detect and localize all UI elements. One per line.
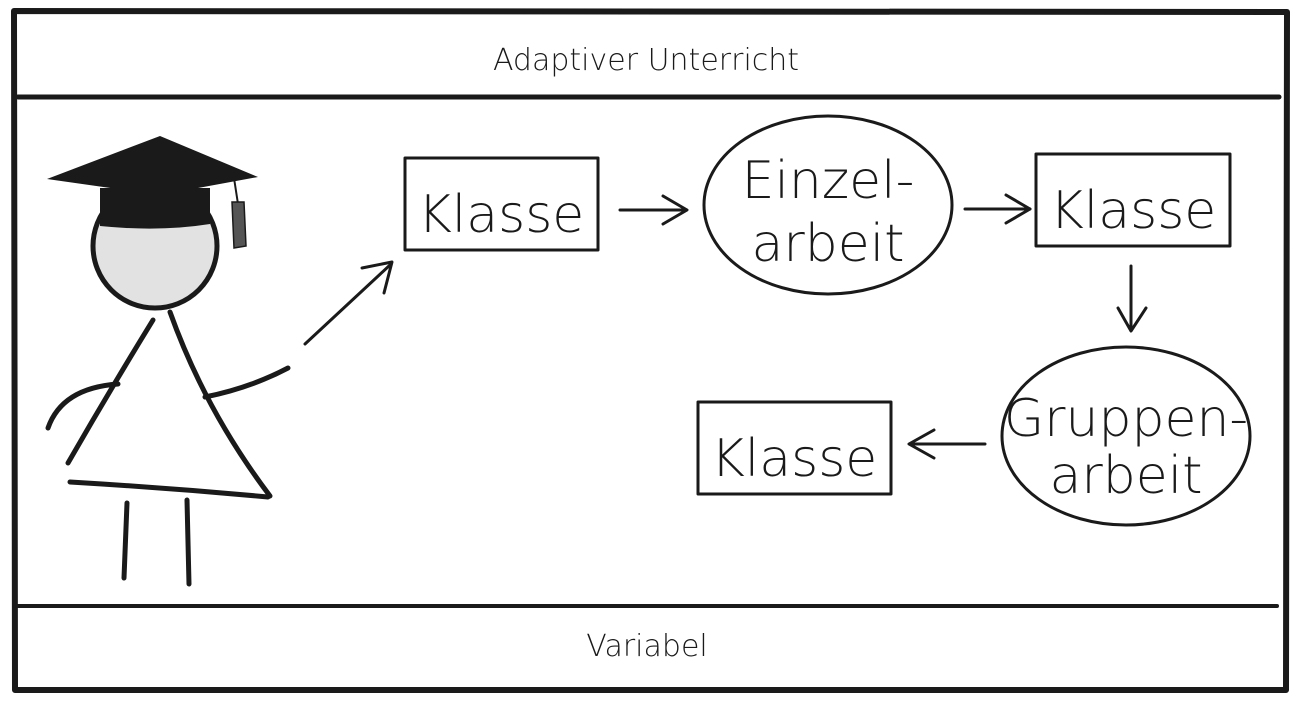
flow-step-3-label: Klasse <box>1050 181 1217 241</box>
flow-step-1-label: Klasse <box>418 185 585 245</box>
arrow-step1-to-step2 <box>618 194 689 226</box>
flow-step-4-label-line2: arbeit <box>1049 446 1202 506</box>
page-title: Adaptiver Unterricht <box>493 43 799 78</box>
header-band: Adaptiver Unterricht <box>15 43 1282 100</box>
flow-step-2-label-line2: arbeit <box>751 214 904 274</box>
flow-step-3: Klasse <box>1034 152 1232 248</box>
teacher-figure <box>45 136 291 587</box>
flow-step-5: Klasse <box>696 400 893 496</box>
flow-step-1: Klasse <box>403 156 600 252</box>
arrow-teacher-to-step1 <box>303 260 394 346</box>
footer-band: Variabel <box>16 604 1279 664</box>
arrow-step4-to-step5 <box>907 428 987 460</box>
arrow-step2-to-step3 <box>963 193 1032 225</box>
flow-step-4-label-line1: Gruppen- <box>1004 389 1248 449</box>
graduation-cap-icon <box>47 136 258 249</box>
flow-step-2-label-line1: Einzel- <box>742 151 915 211</box>
outer-frame <box>11 8 1290 693</box>
arrow-step3-to-step4 <box>1116 264 1148 333</box>
footer-label: Variabel <box>586 629 707 664</box>
flow-step-5-label: Klasse <box>711 429 878 489</box>
flow-step-4: Gruppen- arbeit <box>1000 345 1252 527</box>
flow-step-2: Einzel- arbeit <box>702 114 954 296</box>
